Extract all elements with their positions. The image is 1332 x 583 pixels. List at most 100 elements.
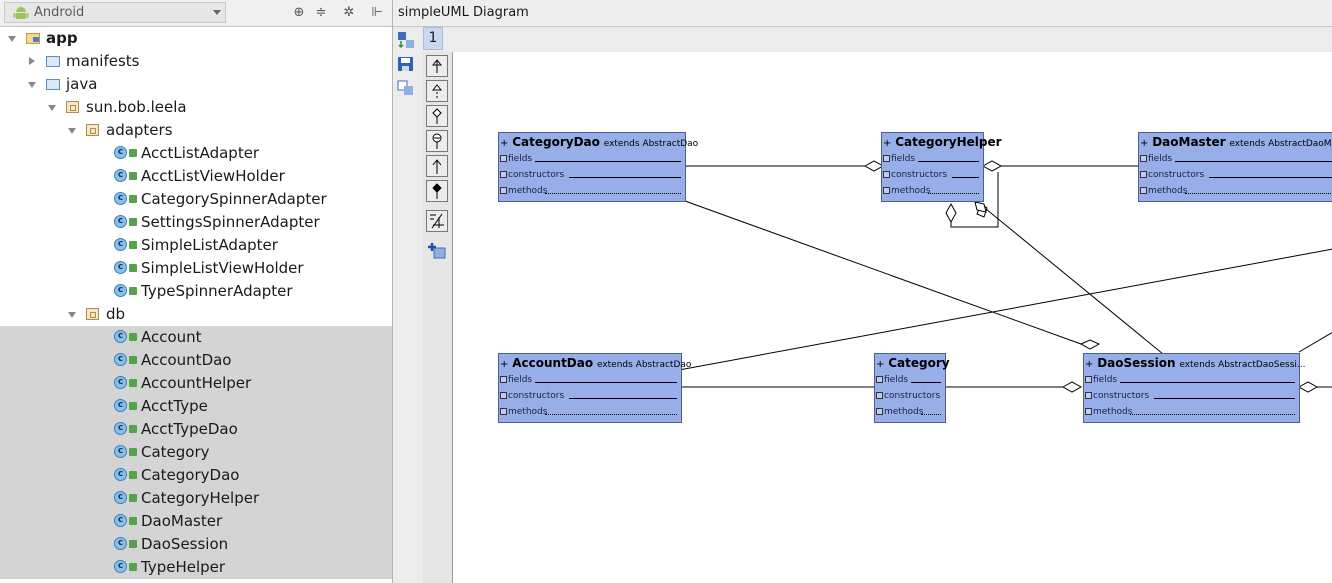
methods-section[interactable]: methods: [882, 186, 983, 201]
expand-icon: [876, 392, 883, 399]
methods-section[interactable]: methods: [499, 407, 681, 422]
constructors-section[interactable]: constructors: [875, 391, 945, 406]
tree-item-label: app: [46, 29, 78, 47]
tree-item-label: AccountHelper: [141, 374, 252, 392]
diagram-canvas[interactable]: + CategoryDao extends AbstractDao fields…: [452, 52, 1332, 583]
methods-section[interactable]: methods: [1084, 407, 1299, 422]
tree-item-db[interactable]: db: [0, 303, 392, 326]
class-icon: c: [114, 560, 127, 573]
constructors-section[interactable]: constructors: [1084, 391, 1299, 406]
aggregation-tool-icon[interactable]: [426, 105, 448, 127]
uml-class-categoryhelper[interactable]: + CategoryHelper fields constructors met…: [881, 132, 1002, 202]
tree-item-label: AcctTypeDao: [141, 420, 238, 438]
add-class-icon[interactable]: [428, 242, 446, 260]
fields-section[interactable]: fields: [1084, 375, 1299, 390]
generalization-tool-icon[interactable]: [426, 55, 448, 77]
chevron-down-icon[interactable]: [28, 82, 36, 88]
expand-icon: [1085, 408, 1092, 415]
chevron-down-icon[interactable]: [48, 105, 56, 111]
constructors-section[interactable]: constructors: [1139, 170, 1332, 185]
expand-icon: [1140, 187, 1147, 194]
methods-section[interactable]: methods: [499, 186, 685, 201]
dependency-tool-icon[interactable]: [426, 155, 448, 177]
uml-palette: [423, 52, 453, 583]
tree-item-label: adapters: [106, 121, 173, 139]
tree-item-manifests[interactable]: manifests: [0, 50, 392, 73]
diagram-side-toolbar: [393, 27, 421, 583]
tree-item-app[interactable]: app: [0, 27, 392, 50]
tree-item-label: AcctType: [141, 397, 208, 415]
fields-section[interactable]: fields: [499, 375, 681, 390]
fields-section[interactable]: fields: [882, 154, 983, 169]
chevron-down-icon[interactable]: [8, 36, 16, 42]
tree-item-adapters[interactable]: adapters: [0, 119, 392, 142]
hide-icon[interactable]: ⊩: [371, 5, 383, 20]
folder-icon: [46, 79, 60, 90]
chevron-down-icon[interactable]: [68, 128, 76, 134]
association-tool-icon[interactable]: [426, 130, 448, 152]
tree-item-label: TypeHelper: [141, 558, 226, 576]
constructors-section[interactable]: constructors: [499, 170, 685, 185]
save-diagram-icon[interactable]: [397, 55, 415, 73]
fields-section[interactable]: fields: [499, 154, 685, 169]
class-icon: c: [114, 192, 127, 205]
realization-tool-icon[interactable]: [426, 80, 448, 102]
tree-item-java[interactable]: java: [0, 73, 392, 96]
view-selector[interactable]: Android: [4, 2, 226, 23]
note-tool-icon[interactable]: [426, 210, 448, 232]
chevron-right-icon[interactable]: [29, 57, 35, 65]
expand-icon: [883, 171, 890, 178]
tree-item-typehelper[interactable]: c TypeHelper: [0, 556, 392, 579]
project-toolbar: Android ⊕ ≑ ✲ ⊩: [0, 0, 392, 27]
methods-section[interactable]: methods: [1139, 186, 1332, 201]
diagram-tab-strip: 1: [421, 27, 1332, 51]
class-icon: c: [114, 491, 127, 504]
gear-icon[interactable]: ✲: [343, 5, 355, 20]
uml-class-daosession[interactable]: + DaoSession extends AbstractDaoSessi...…: [1083, 353, 1306, 423]
fields-section[interactable]: fields: [1139, 154, 1332, 169]
class-icon: c: [114, 330, 127, 343]
access-lock-icon: [129, 264, 137, 272]
uml-class-daomaster[interactable]: + DaoMaster extends AbstractDaoMas field…: [1138, 132, 1332, 202]
export-icon[interactable]: [397, 79, 415, 97]
constructors-section[interactable]: constructors: [499, 391, 681, 406]
uml-class-accountdao[interactable]: + AccountDao extends AbstractDao fields …: [498, 353, 691, 423]
expand-icon: [1140, 171, 1147, 178]
target-icon[interactable]: ⊕: [293, 5, 305, 20]
composition-tool-icon[interactable]: [426, 180, 448, 202]
tree-item-sun-bob-leela[interactable]: sun.bob.leela: [0, 96, 392, 119]
collapse-icon[interactable]: ≑: [315, 5, 327, 20]
chevron-down-icon[interactable]: [68, 312, 76, 318]
uml-class-category[interactable]: + Category fields constructors methods: [874, 353, 950, 423]
tree-item-label: AcctListAdapter: [141, 144, 260, 162]
constructors-section[interactable]: constructors: [882, 170, 983, 185]
access-lock-icon: [129, 540, 137, 548]
folder-icon: [46, 56, 60, 67]
tree-item-label: CategoryDao: [141, 466, 240, 484]
fields-section[interactable]: fields: [875, 375, 945, 390]
methods-section[interactable]: methods: [875, 407, 945, 422]
tab-diagram-1[interactable]: 1: [423, 27, 443, 50]
chevron-down-icon: [213, 10, 221, 15]
uml-class-header: + Category: [876, 356, 950, 370]
layout-icon[interactable]: [397, 31, 415, 49]
uml-class-categorydao[interactable]: + CategoryDao extends AbstractDao fields…: [498, 132, 698, 202]
package-icon: [66, 101, 79, 113]
